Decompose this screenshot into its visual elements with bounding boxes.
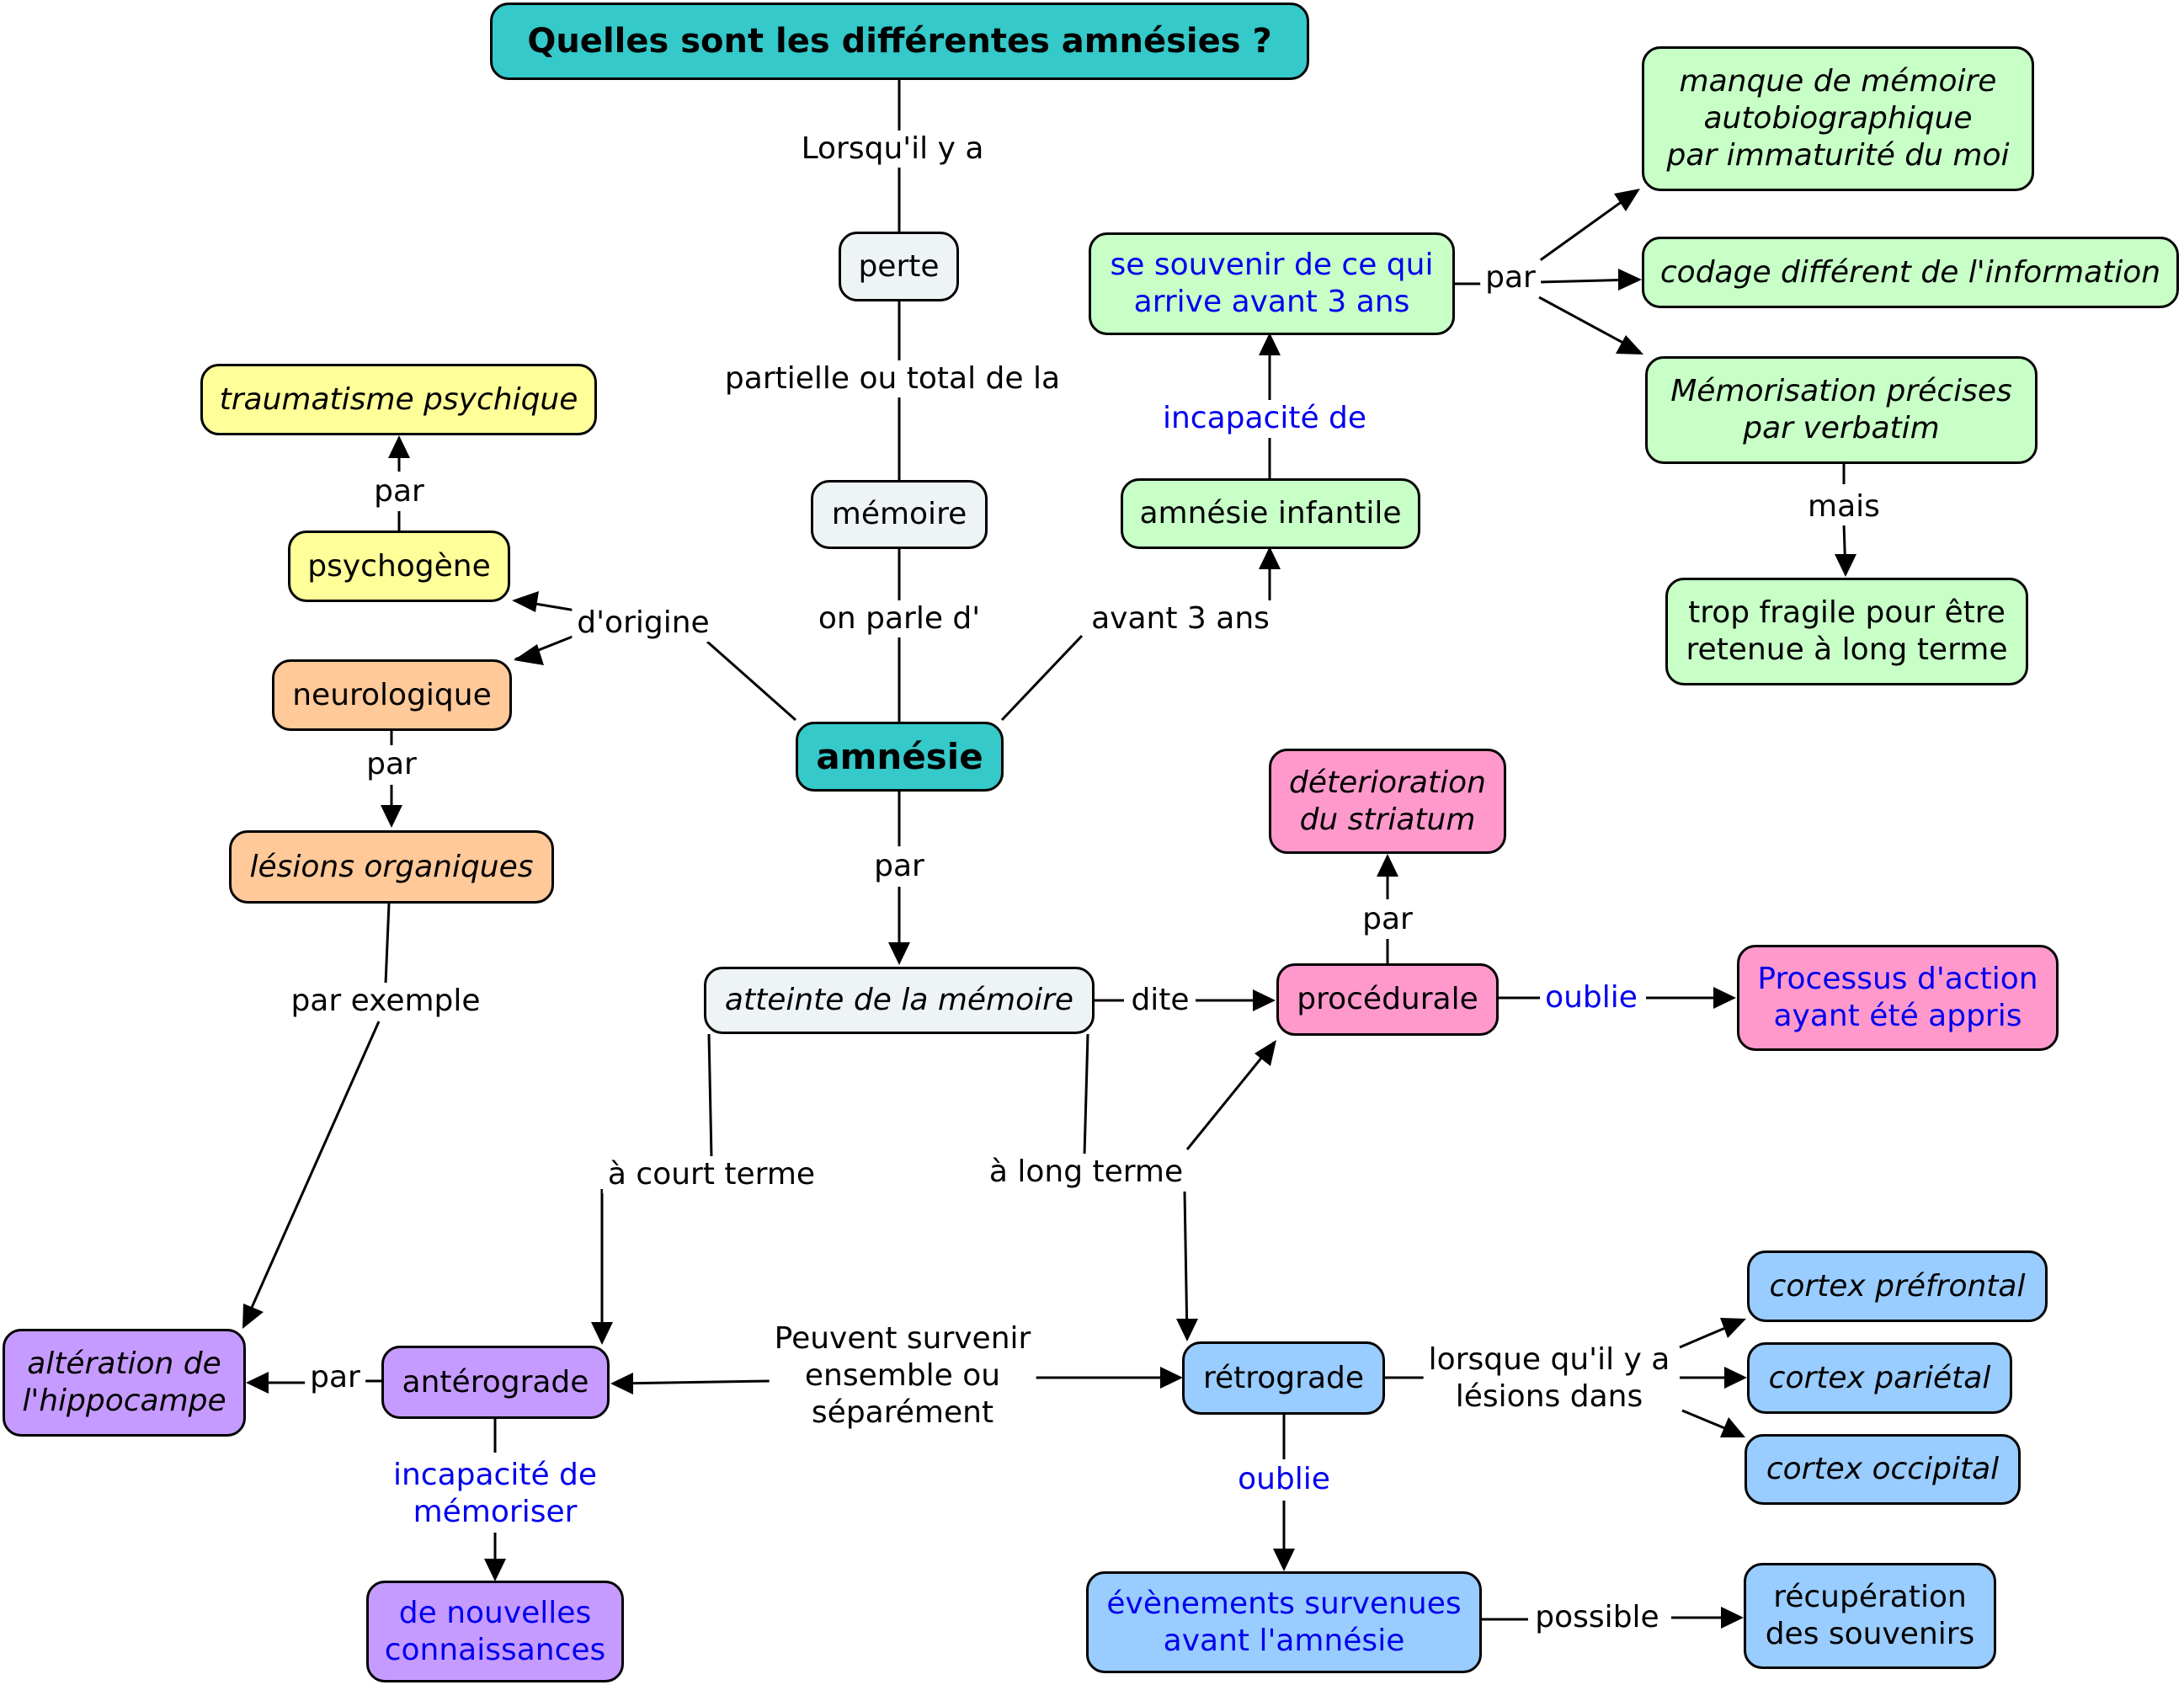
node-processus-action[interactable]: Processus d'action ayant été appris <box>1737 945 2059 1051</box>
node-nouvelles-connaissances[interactable]: de nouvelles connaissances <box>366 1581 624 1682</box>
arrow-heads <box>242 189 1856 1629</box>
link-d-origine: d'origine <box>572 605 715 642</box>
node-codage-different[interactable]: codage différent de l'information <box>1642 237 2179 308</box>
arrowhead <box>514 644 544 665</box>
arrowhead <box>242 1304 264 1329</box>
link-par-lesions: par <box>361 746 422 783</box>
edge-atteinte-court <box>707 1033 713 1159</box>
link-oublie-retrograde: oublie <box>1233 1461 1335 1498</box>
link-avant-3-ans: avant 3 ans <box>1086 600 1275 637</box>
link-par-traumatisme: par <box>369 473 429 510</box>
link-par-deterioration: par <box>1357 901 1418 938</box>
arrowhead <box>1721 1607 1744 1629</box>
link-possible: possible <box>1530 1599 1665 1636</box>
node-se-souvenir[interactable]: se souvenir de ce qui arrive avant 3 ans <box>1089 232 1455 335</box>
node-procedurale[interactable]: procédurale <box>1276 963 1499 1036</box>
node-cortex-parietal[interactable]: cortex pariétal <box>1747 1342 2012 1414</box>
edge-amnesie-origine <box>706 640 796 722</box>
node-memorisation-verbatim[interactable]: Mémorisation précises par verbatim <box>1645 356 2038 464</box>
title-node[interactable]: Quelles sont les différentes amnésies ? <box>490 3 1309 80</box>
link-dite: dite <box>1126 982 1195 1019</box>
node-cortex-occipital[interactable]: cortex occipital <box>1745 1434 2021 1505</box>
node-memoire[interactable]: mémoire <box>811 480 988 549</box>
link-par-codage: par <box>1480 259 1541 296</box>
edge-long-retrograde <box>1183 1191 1189 1340</box>
node-alteration-hippocampe[interactable]: altération de l'hippocampe <box>3 1329 246 1437</box>
arrowhead <box>1835 554 1856 577</box>
link-oublie-procedurale: oublie <box>1540 979 1643 1016</box>
arrowhead <box>1616 335 1643 355</box>
node-evenements-avant-amnesie[interactable]: évènements survenues avant l'amnésie <box>1086 1571 1482 1673</box>
arrowhead <box>388 435 410 458</box>
link-on-parle-d: on parle d' <box>812 600 986 637</box>
arrowhead <box>1720 1417 1745 1437</box>
arrowhead <box>1720 1318 1746 1338</box>
link-lorsquil-y-a: Lorsqu'il y a <box>796 131 989 168</box>
arrowhead <box>1253 989 1276 1011</box>
node-lesions-organiques[interactable]: lésions organiques <box>229 830 554 904</box>
link-incapacite-memoriser: incapacité de mémoriser <box>387 1457 603 1531</box>
node-perte[interactable]: perte <box>839 232 959 301</box>
arrowhead <box>591 1322 613 1345</box>
node-manque-memoire[interactable]: manque de mémoire autobiographique par i… <box>1642 46 2034 191</box>
node-neurologique[interactable]: neurologique <box>272 659 512 731</box>
edge-atteinte-long <box>1083 1033 1089 1156</box>
node-deterioration-striatum[interactable]: déterioration du striatum <box>1269 749 1506 854</box>
arrowhead <box>246 1372 269 1394</box>
node-retrograde[interactable]: rétrograde <box>1182 1341 1385 1415</box>
arrowhead <box>381 805 402 828</box>
link-a-court-terme: à court terme <box>602 1156 821 1193</box>
link-par-exemple: par exemple <box>285 983 486 1020</box>
link-a-long-terme: à long terme <box>983 1154 1189 1191</box>
node-traumatisme-psychique[interactable]: traumatisme psychique <box>200 364 597 435</box>
arrowhead <box>1273 1549 1295 1571</box>
node-anterograde[interactable]: antérograde <box>381 1346 610 1419</box>
arrowhead <box>1377 854 1398 877</box>
node-trop-fragile[interactable]: trop fragile pour être retenue à long te… <box>1665 578 2028 685</box>
arrowhead <box>1618 269 1642 291</box>
arrowhead <box>1176 1319 1198 1341</box>
edge-parexemple-alteration <box>242 1021 381 1325</box>
arrowhead <box>1259 333 1281 355</box>
link-lorsque-lesions: lorsque qu'il y a lésions dans <box>1423 1341 1675 1416</box>
node-psychogene[interactable]: psychogène <box>288 531 510 602</box>
node-recuperation-souvenirs[interactable]: récupération des souvenirs <box>1744 1563 1996 1669</box>
arrowhead <box>610 1373 633 1394</box>
link-mais: mais <box>1803 488 1885 525</box>
arrowhead <box>1724 1367 1747 1389</box>
arrowhead <box>512 591 539 612</box>
arrowhead <box>1160 1367 1183 1389</box>
link-peuvent-survenir: Peuvent survenir ensemble ou séparément <box>769 1320 1036 1432</box>
edge-ensemble-anterograde <box>612 1379 771 1385</box>
arrowhead <box>1254 1040 1276 1066</box>
edge-lesions-parexemple <box>384 903 391 984</box>
node-atteinte-memoire[interactable]: atteinte de la mémoire <box>704 967 1095 1034</box>
link-par-atteinte: par <box>869 848 930 885</box>
edge-amnesie-avant3 <box>1000 634 1084 722</box>
arrowhead <box>484 1559 506 1581</box>
arrowhead <box>888 942 910 965</box>
node-cortex-prefrontal[interactable]: cortex préfrontal <box>1747 1250 2048 1322</box>
node-amnesie-infantile[interactable]: amnésie infantile <box>1121 478 1420 549</box>
link-incapacite-de: incapacité de <box>1157 400 1372 437</box>
node-amnesie[interactable]: amnésie <box>796 722 1004 792</box>
arrowhead <box>1259 547 1281 569</box>
link-par-alteration: par <box>305 1359 365 1396</box>
arrowhead <box>1614 189 1640 211</box>
edge-long-procedurale <box>1185 1042 1276 1150</box>
link-partielle-ou-total: partielle ou total de la <box>719 360 1066 397</box>
arrowhead <box>1713 987 1736 1009</box>
